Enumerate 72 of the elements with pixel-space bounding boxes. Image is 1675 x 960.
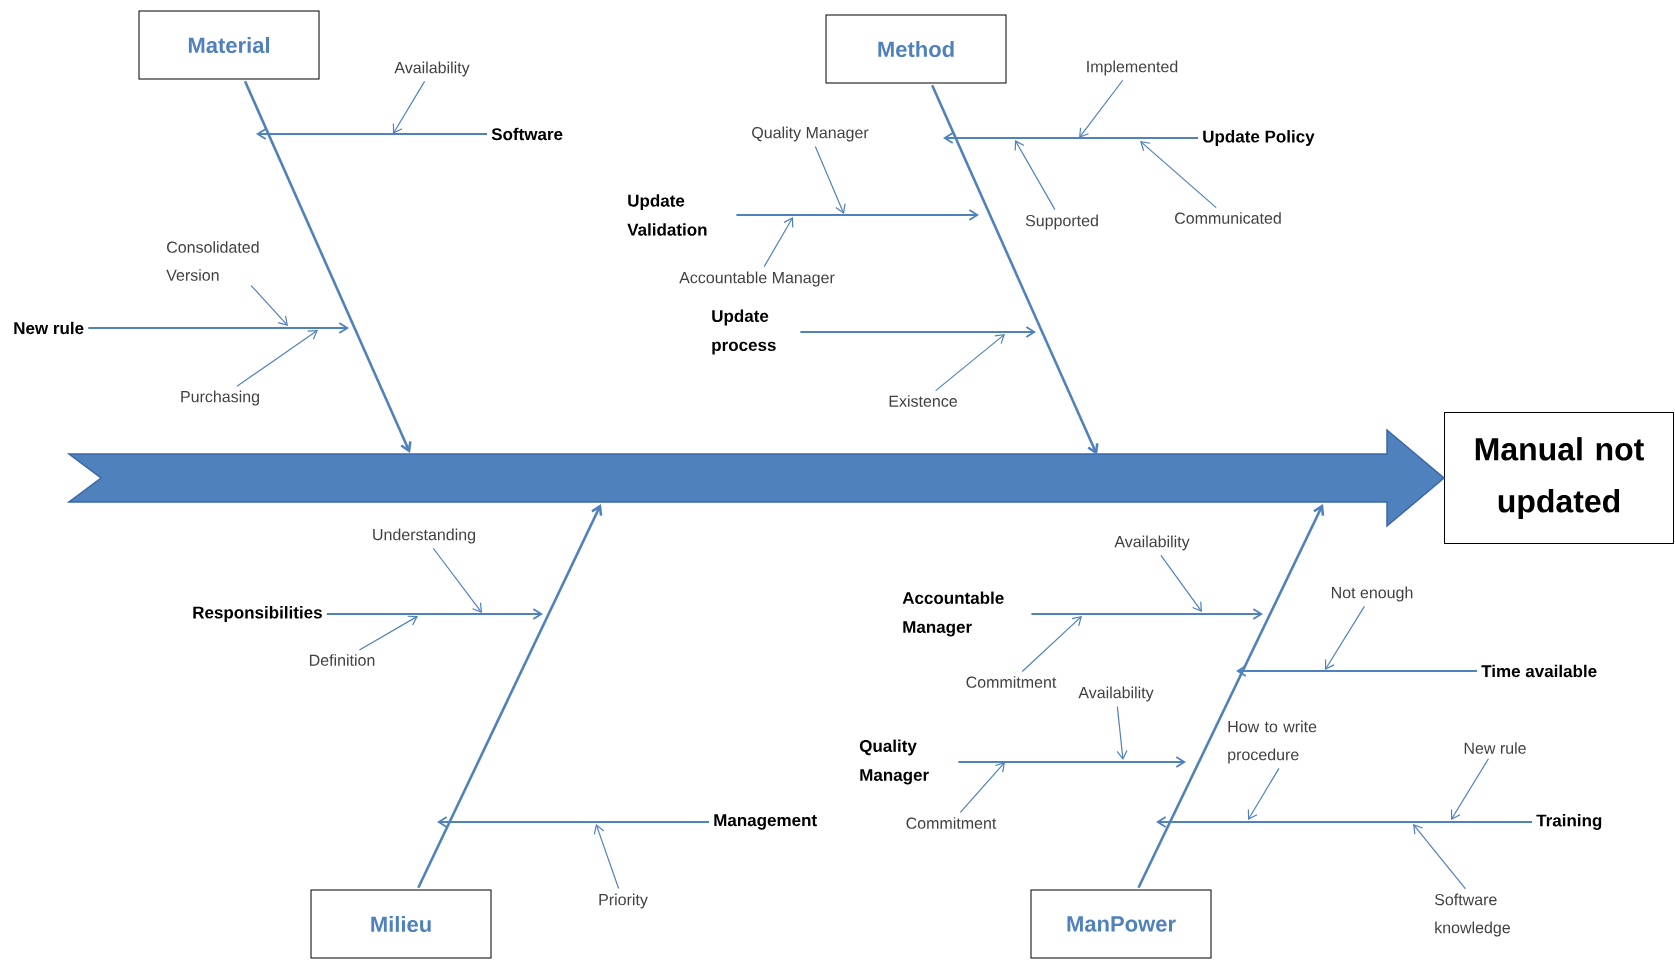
subcause-label: Availability [1114,535,1190,551]
arrow [1247,767,1280,820]
subcause-label: Software knowledge [1434,893,1510,937]
arrow [432,547,482,613]
cause-arrow [735,209,979,221]
cause-arrow [325,608,543,620]
subcause-label: Availability [1078,686,1154,702]
category-box: ManPower [1030,889,1212,959]
bone-arrow [417,504,603,889]
arrow [250,284,288,326]
arrow [1079,79,1124,138]
bone-arrow [1137,504,1325,889]
cause-arrow [943,132,1199,144]
cause-label: Accountable Manager [902,591,1004,637]
cause-arrow [256,128,488,140]
subcause-label: Accountable Manager [679,271,835,287]
cause-arrow [87,322,349,334]
arrow [1324,605,1365,670]
arrow [1014,140,1056,211]
subcause-label: Quality Manager [752,126,869,142]
subcause-label: New rule [1464,742,1526,754]
category-box: Milieu [310,889,492,959]
arrow [1413,824,1467,890]
cause-label: Quality Manager [859,739,929,785]
subcause-label: Implemented [1087,60,1178,76]
cause-label: Update process [712,309,776,355]
cause-label: Management [714,814,817,830]
arrow [392,80,426,134]
effect-box: Manual not updated [1444,412,1674,544]
cause-label: Time available [1481,664,1597,678]
arrow [814,145,846,214]
arrow [1021,616,1082,673]
subcause-label: Communicated [1175,212,1281,224]
cause-arrow [957,756,1186,768]
cause-arrow [1156,816,1533,828]
subcause-label: How to write procedure [1228,720,1317,764]
subcause-label: Commitment [906,817,997,829]
cause-label: Training [1536,814,1602,830]
subcause-label: Supported [1025,214,1098,230]
cause-arrow [799,326,1036,338]
arrow [1160,554,1202,612]
arrow [763,217,794,268]
cause-arrow [1030,608,1263,620]
subcause-label: Not enough [1331,586,1413,602]
arrow [1140,141,1217,209]
arrow [236,330,318,387]
cause-label: Software [491,127,563,141]
spine-arrow [66,428,1446,528]
category-box: Method [825,14,1007,84]
arrow [593,824,620,890]
category-box: Material [138,10,320,80]
subcause-label: Consolidated Version [166,241,259,281]
arrow [935,334,1005,392]
bone-arrow [931,84,1099,455]
bone-arrow [243,80,412,453]
arrow [1450,758,1489,820]
cause-arrow [1236,665,1478,677]
subcause-label: Availability [394,61,470,77]
arrow [959,762,1005,813]
cause-label: New rule [14,321,84,335]
cause-label: Responsibilities [193,606,322,622]
subcause-label: Understanding [373,528,475,544]
cause-label: Update Validation [627,194,707,236]
cause-arrow [437,816,710,828]
subcause-label: Priority [599,893,648,909]
arrow [358,615,418,651]
cause-label: Update Policy [1203,130,1315,146]
subcause-label: Existence [889,395,957,407]
subcause-label: Purchasing [181,390,259,406]
subcause-label: Commitment [966,676,1057,688]
subcause-label: Definition [310,654,375,666]
arrow [1116,706,1128,760]
